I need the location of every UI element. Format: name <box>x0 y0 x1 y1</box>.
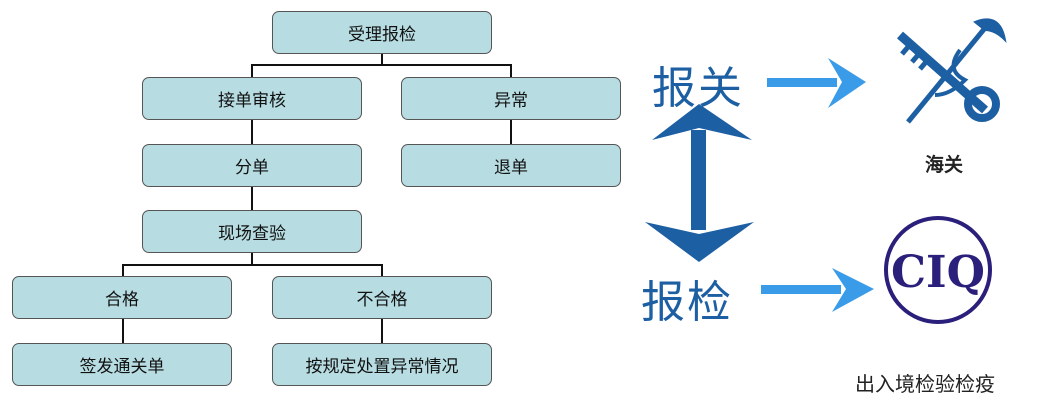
ciq-label: 出入境检验检疫 <box>855 372 995 396</box>
inspection-declaration-label: 报检 <box>641 277 733 328</box>
customs-label: 海关 <box>925 154 964 176</box>
connector <box>381 264 383 276</box>
right-arrow-icon <box>761 268 874 312</box>
node-return-order: 退单 <box>401 144 621 187</box>
ciq-logo-text: CIQ <box>891 247 985 298</box>
connector <box>251 120 253 144</box>
node-abnormal: 异常 <box>401 77 621 120</box>
connector <box>510 120 512 144</box>
connector <box>122 264 124 276</box>
ciq-logo-icon: CIQ <box>884 216 992 324</box>
connector <box>381 54 383 65</box>
customs-declaration-label: 报关 <box>652 63 744 114</box>
node-issue-clearance: 签发通关单 <box>12 343 232 386</box>
node-accept-inspection: 受理报检 <box>272 11 492 54</box>
connector <box>381 319 383 343</box>
node-split-order: 分单 <box>142 144 362 187</box>
connector <box>251 64 253 77</box>
connector <box>251 187 253 210</box>
node-unqualified: 不合格 <box>272 276 492 319</box>
node-handle-abnormal: 按规定处置异常情况 <box>272 343 492 386</box>
connector <box>122 319 124 343</box>
right-arrow-icon <box>767 58 866 108</box>
node-accept-review: 接单审核 <box>142 77 362 120</box>
connector <box>251 64 512 66</box>
double-arrow-icon <box>645 104 754 262</box>
node-site-inspection: 现场查验 <box>142 210 362 253</box>
node-qualified: 合格 <box>12 276 232 319</box>
connector <box>510 64 512 77</box>
connector <box>122 264 383 266</box>
connector <box>251 253 253 265</box>
customs-emblem-icon <box>897 18 1007 124</box>
